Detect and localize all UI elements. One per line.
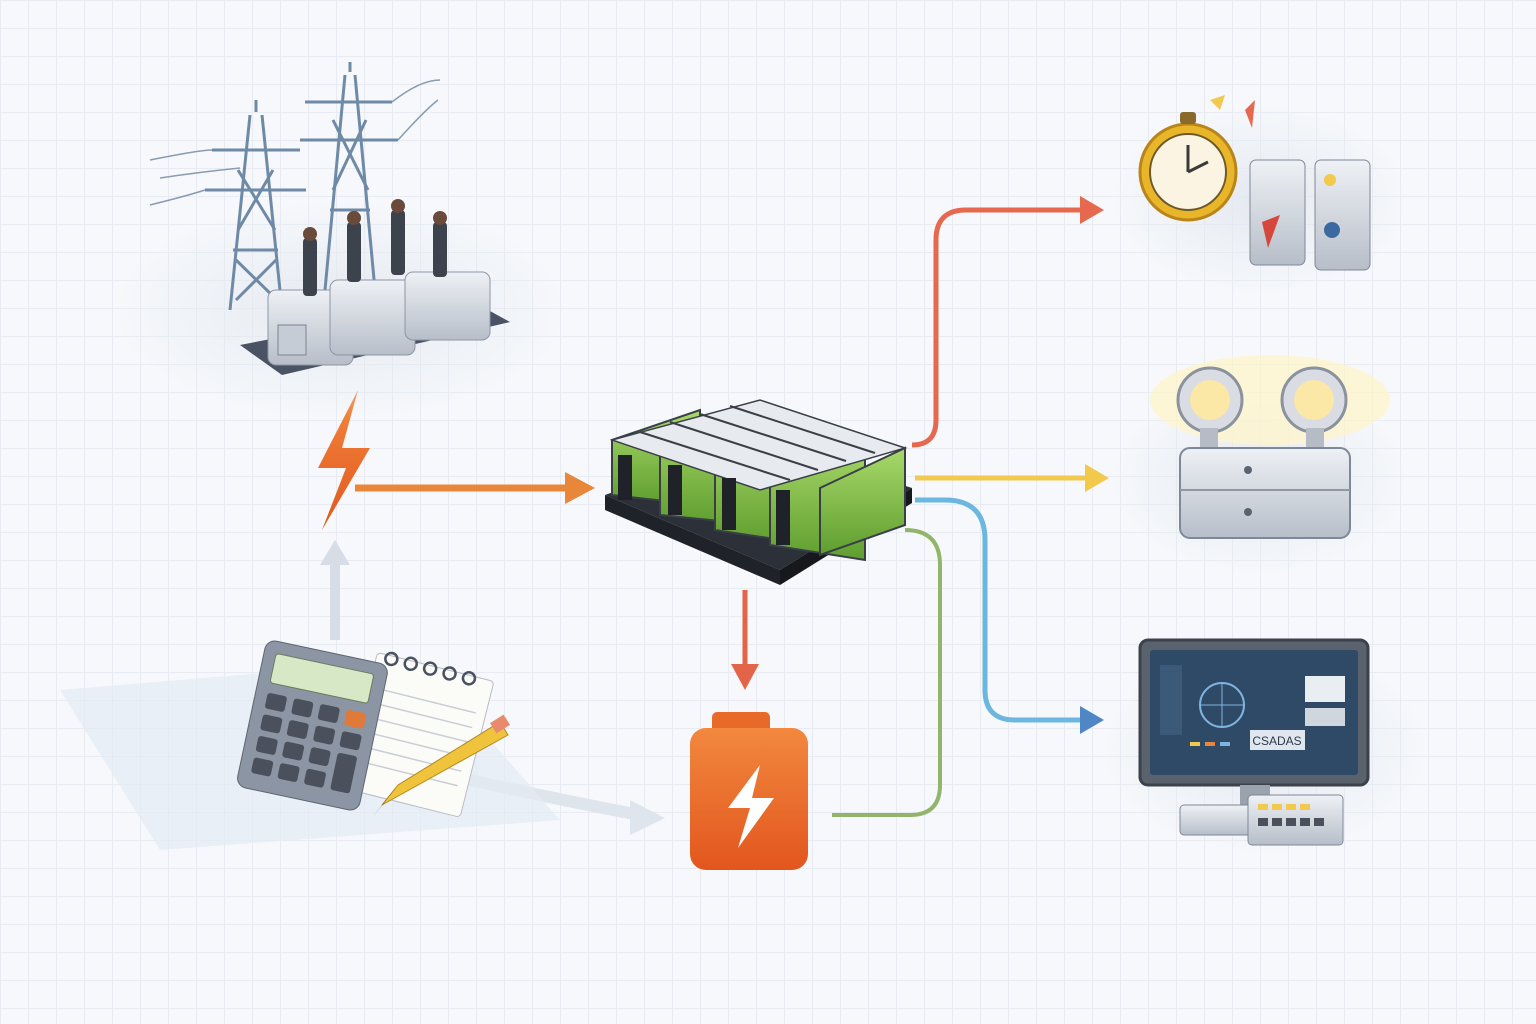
calculator-icon (237, 640, 388, 811)
scada-screen-label: CSADAS (1252, 734, 1301, 748)
edge-battery-bank-to-charger (731, 590, 759, 690)
power-substation-icon (110, 62, 570, 420)
calculator-notepad-icon (60, 640, 560, 850)
edge-battery-bank-to-timer-breakers (911, 196, 1104, 448)
scada-monitor-icon: CSADAS (1100, 638, 1430, 855)
timer-breaker-icon (1110, 95, 1410, 295)
edge-calculation-to-substation (320, 540, 350, 640)
edge-substation-to-battery-bank (318, 390, 595, 530)
lightning-bolt-icon (728, 765, 774, 848)
circuit-breaker-icon (1249, 159, 1371, 271)
emergency-light-icon (1110, 355, 1410, 575)
monitor-screen: CSADAS (1160, 665, 1345, 750)
edge-battery-bank-to-scada-monitor (915, 497, 1104, 734)
edge-battery-bank-to-emergency-lights (915, 464, 1109, 492)
lightning-bolt-icon (318, 390, 370, 530)
edge-charger-to-battery-bank (832, 528, 942, 817)
battery-charger-icon (690, 712, 808, 870)
battery-bank-icon (605, 399, 912, 585)
alarm-clock-icon (1138, 95, 1255, 222)
pencil-icon (372, 714, 510, 818)
transmission-tower-icon (205, 62, 398, 311)
